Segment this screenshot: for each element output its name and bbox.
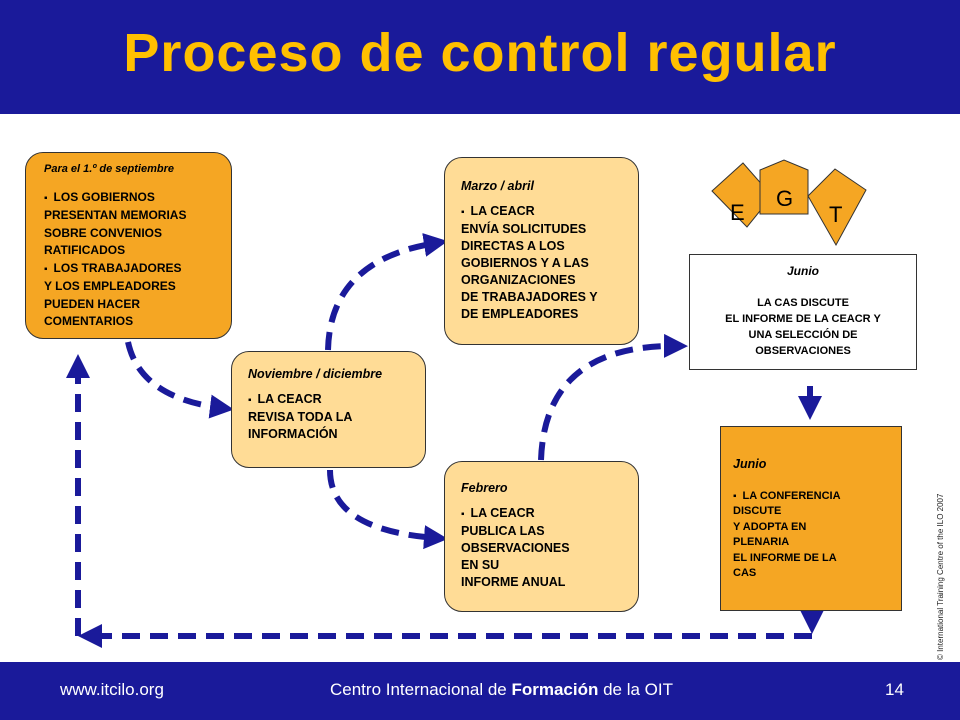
box-september-item-2: LOS TRABAJADORES Y LOS EMPLEADORES PUEDE… xyxy=(44,260,221,331)
arrow-nov-to-feb xyxy=(327,469,448,550)
slide-title: Proceso de control regular xyxy=(123,23,837,83)
footer-bar: www.itcilo.org Centro Internacional de F… xyxy=(0,662,960,720)
box-february-period: Febrero xyxy=(461,481,508,495)
tab-g-label: G xyxy=(776,186,793,211)
footer-org-suffix: de la OIT xyxy=(598,680,673,699)
box-june-conference-period: Junio xyxy=(733,457,767,471)
box-september-item-1: LOS GOBIERNOS PRESENTAN MEMORIAS SOBRE C… xyxy=(44,189,221,260)
footer-org-prefix: Centro Internacional de xyxy=(330,680,512,699)
page-number: 14 xyxy=(885,680,904,699)
box-june-conference-item: LA CONFERENCIA DISCUTE Y ADOPTA EN PLENA… xyxy=(733,489,891,582)
box-november-item: LA CEACR REVISA TODA LA INFORMACIÓN xyxy=(248,391,415,443)
tab-t xyxy=(807,168,867,247)
footer-organization: Centro Internacional de Formación de la … xyxy=(330,680,673,700)
box-september: Para el 1.º de septiembre LOS GOBIERNOS … xyxy=(25,152,232,339)
box-march: Marzo / abril LA CEACR ENVÍA SOLICITUDES… xyxy=(444,157,639,345)
box-june-cas: Junio LA CAS DISCUTE EL INFORME DE LA CE… xyxy=(689,254,917,370)
tab-e-label: E xyxy=(730,200,745,225)
arrow-feb-to-cas xyxy=(538,333,688,461)
box-november-period: Noviembre / diciembre xyxy=(248,367,383,381)
tab-t-label: T xyxy=(829,202,842,227)
tab-g xyxy=(759,159,809,215)
title-bar: Proceso de control regular xyxy=(0,0,960,114)
copyright-note: © International Training Centre of the I… xyxy=(936,493,945,660)
box-november: Noviembre / diciembre LA CEACR REVISA TO… xyxy=(231,351,426,468)
box-march-item: LA CEACR ENVÍA SOLICITUDES DIRECTAS A LO… xyxy=(461,203,628,323)
box-february-item: LA CEACR PUBLICA LAS OBSERVACIONES EN SU… xyxy=(461,505,628,591)
tripartite-tabs xyxy=(711,159,867,247)
box-september-period: Para el 1.º de septiembre xyxy=(44,163,174,175)
footer-url[interactable]: www.itcilo.org xyxy=(60,680,164,699)
box-june-conference: Junio LA CONFERENCIA DISCUTE Y ADOPTA EN… xyxy=(720,426,902,611)
box-june-cas-period: Junio xyxy=(787,264,819,278)
arrow-nov-to-mar xyxy=(325,233,448,351)
box-june-cas-description: LA CAS DISCUTE EL INFORME DE LA CEACR Y … xyxy=(725,297,881,357)
box-february: Febrero LA CEACR PUBLICA LAS OBSERVACION… xyxy=(444,461,639,612)
footer-org-bold: Formación xyxy=(511,680,599,699)
arrow-sep-to-nov xyxy=(125,341,234,419)
box-march-period: Marzo / abril xyxy=(461,179,534,193)
